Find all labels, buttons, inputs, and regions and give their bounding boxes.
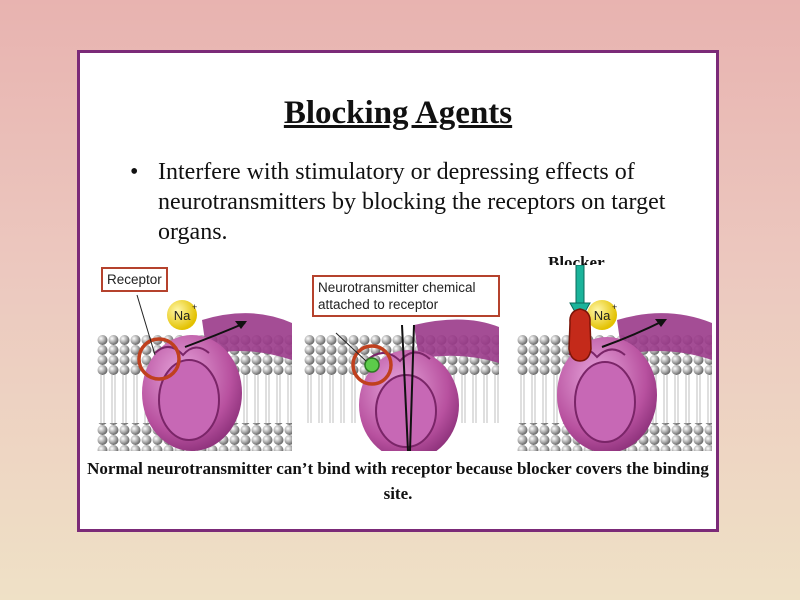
bullet-text: Interfere with stimulatory or depressing… [158, 159, 666, 245]
blocker-arrow-shaft [575, 265, 585, 308]
neurotransmitter-molecule-icon [364, 357, 380, 373]
blocker-molecule-icon [568, 308, 592, 362]
slide: Blocking Agents • Interfere with stimula… [77, 50, 719, 532]
sodium-ion-icon [587, 300, 617, 330]
receptor-highlight-circle [137, 337, 181, 381]
svg-text:Na: Na [594, 308, 611, 323]
slide-title: Blocking Agents [283, 95, 513, 131]
caption: Normal neurotransmitter can’t bind with … [87, 459, 709, 503]
bullet-symbol: • [130, 159, 139, 185]
callout-neurotransmitter: Neurotransmitter chemical attached to re… [312, 275, 500, 317]
svg-text:Na: Na [174, 308, 191, 323]
membrane-receptor-illustration: Na + [97, 265, 292, 451]
callout-receptor: Receptor [101, 267, 168, 292]
svg-text:+: + [192, 302, 197, 312]
panel-neurotransmitter: Neurotransmitter chemical attached to re… [304, 265, 500, 451]
binding-site-highlight-circle [351, 344, 393, 386]
panel-blocker: Na + [517, 265, 712, 451]
blocker-illustration: Na + [517, 265, 712, 451]
sodium-ion-icon [167, 300, 197, 330]
neurotransmitter-bound-illustration [304, 265, 499, 451]
svg-text:+: + [612, 302, 617, 312]
panel-receptor: Na + Receptor [97, 265, 292, 451]
